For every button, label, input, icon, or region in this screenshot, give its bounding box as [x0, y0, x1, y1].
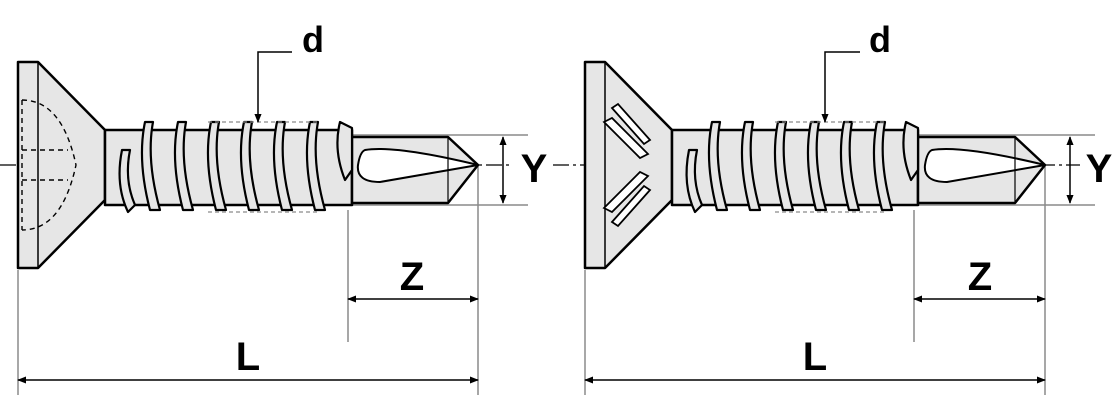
screw-2-shank — [670, 128, 920, 207]
screw-1-cross-recess — [21, 99, 77, 231]
screw-1-head — [16, 60, 107, 270]
screw-2-head-ribs — [602, 102, 652, 228]
screw-2-label-z: Z — [968, 255, 992, 299]
screw-1: d Y Z L — [0, 19, 548, 395]
screw-1-shank — [103, 128, 354, 207]
screw-1-label-d: d — [302, 19, 324, 60]
screw-1-thread — [118, 120, 354, 214]
screw-2-thread — [685, 120, 920, 214]
screw-2-head — [583, 60, 674, 270]
screw-1-label-y: Y — [521, 147, 548, 191]
screw-1-d-leader — [254, 51, 292, 123]
screw-2-label-d: d — [869, 19, 891, 60]
screw-1-label-l: L — [236, 335, 260, 379]
screw-2-extension-lines — [584, 134, 1095, 395]
screw-2-label-l: L — [803, 335, 827, 379]
screw-2: d Y Z L — [553, 19, 1113, 395]
screw-1-label-z: Z — [400, 255, 424, 299]
screw-1-extension-lines — [17, 134, 528, 395]
screw-2-d-leader — [821, 51, 860, 123]
screw-2-label-y: Y — [1086, 147, 1113, 191]
